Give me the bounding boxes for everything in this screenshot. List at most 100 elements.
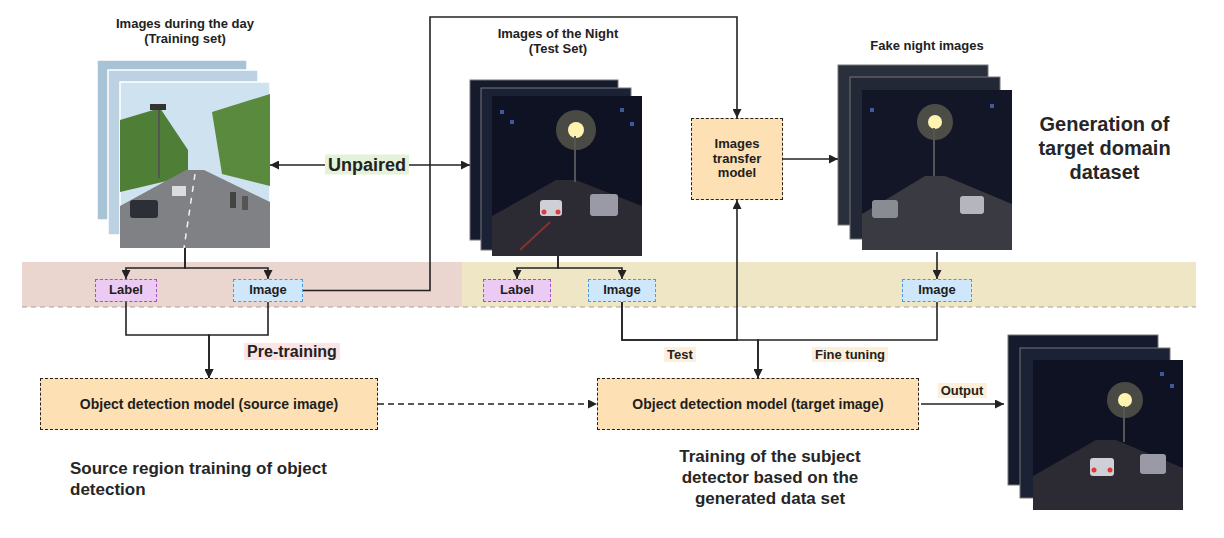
day-photo-stack [97,60,270,248]
output-photo-stack-part [1033,360,1183,510]
model-box: Object detection model (source image) [40,378,378,430]
connector-arrow [936,252,938,279]
region-panel: Training of the subject detector based o… [462,262,1196,525]
night-photo-stack-part [520,222,550,250]
label-tag: Label [483,279,551,302]
flow-label: Output [938,383,987,398]
output-photo-stack-part [1170,384,1174,388]
night-photo-stack-part [492,96,642,256]
image-stack: Fake night images [836,36,1018,252]
label-slot: Unpaired [325,155,409,176]
region-fill [22,12,1196,262]
fake-photo-stack-part [870,108,874,112]
night-photo-stack-part [500,110,504,114]
image-stack: Images during the day (Training set) [95,14,275,250]
day-photo-stack-part [130,200,158,218]
output-photo-stack-part [1033,440,1183,510]
night-photo-stack-part [542,210,547,215]
region-title: Generation of target domain dataset [1022,112,1187,184]
night-photo-stack-part [574,136,576,182]
night-photo-stack-part [590,194,618,216]
day-photo-stack-part [172,186,186,196]
fake-photo-stack-part [862,90,1012,250]
fake-photo-stack-part [960,196,984,214]
image-caption: Fake night images [836,38,1018,53]
box-label: Image [918,283,956,298]
region-panel: Generation of target domain dataset Image… [22,12,1196,262]
region-title: Source region training of object detecti… [70,458,330,500]
night-photo-stack [470,80,642,256]
output-photo-stack-part [1118,393,1132,407]
day-photo-stack-part [242,196,248,210]
connector-arrow [758,302,937,378]
output-photo-stack-part [1140,454,1166,474]
model-box: Object detection model (target image) [597,378,919,430]
connector-arrow [622,302,758,378]
connector-arrow [558,256,622,279]
day-photo-stack-part [230,192,236,208]
connector-arrow [126,248,185,279]
output-arrow-part [921,403,1004,405]
day-photo-stack-part [120,82,270,248]
box-label: Image [603,283,641,298]
label-slot: Pre-training [244,343,340,361]
edge-label: Fine tuning [812,347,888,362]
image-tag: Image [588,279,656,302]
connector-arrow [126,302,209,378]
process-box: Images transfer model [691,118,783,200]
output-photo-stack-part [1123,406,1125,442]
connector-arrow [622,200,737,340]
box-label: Label [500,283,534,298]
night-photo-stack-part [620,108,624,112]
edge-label: Pre-training [244,343,340,360]
box-label: Object detection model (source image) [80,396,338,412]
label-slot: Fine tuning [812,345,888,363]
connector-arrow [378,403,597,405]
day-photo-stack-part [120,170,270,248]
day-photo-stack-part [184,174,195,248]
output-photo-stack-part [1160,372,1164,376]
region-title: Training of the subject detector based o… [655,446,885,509]
night-photo-stack-part [556,210,561,215]
box-label: Object detection model (target image) [632,396,883,412]
image-stack: Images of the Night (Test Set) [468,24,648,256]
output-photo-stack-part [1092,468,1097,473]
day-photo-stack-part [158,108,160,178]
region-panel: Source region training of object detecti… [22,262,462,525]
night-photo-stack-part [540,200,562,216]
connector-arrow [303,17,737,291]
panel-strip-part [22,306,1196,307]
edge-label: Test [664,347,696,362]
image-tag: Image [233,279,303,302]
image-tag: Image [902,279,972,302]
label-tag: Label [95,279,157,302]
fake-photo-stack-part [862,176,1012,250]
fake-photo-stack-part [872,200,898,218]
fake-photo-stack [838,65,1012,250]
connector-arrow [209,302,268,378]
image-caption: Images during the day (Training set) [105,16,265,46]
image-caption: Images of the Night (Test Set) [483,26,633,56]
night-photo-stack-part [630,122,634,126]
connector-arrow [185,248,268,279]
edge-label: Unpaired [325,155,409,175]
night-photo-stack-part [568,122,584,138]
day-photo-stack-part [212,94,270,186]
label-slot: Test [664,345,696,363]
fake-photo-stack-part [933,128,935,176]
night-photo-stack-part [492,180,642,256]
box-label: Image [249,283,287,298]
output-photo-stack-part [1108,468,1113,473]
box-label: Label [109,283,143,298]
day-photo-stack-part [150,104,166,110]
box-label: Images transfer model [692,137,782,182]
connector-arrow [517,256,558,279]
output-arrow [921,404,1004,405]
night-photo-stack-part [510,120,514,124]
output-photo-stack-part [1090,458,1114,476]
fake-photo-stack-part [928,115,942,129]
label-slot: Output [938,381,987,399]
connector-arrow [783,158,838,160]
